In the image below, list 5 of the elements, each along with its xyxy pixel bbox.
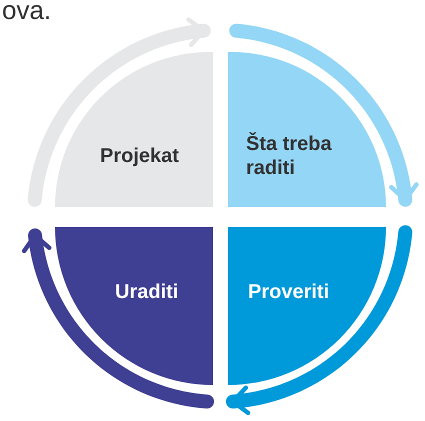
text-fragment: ova. xyxy=(2,0,52,24)
quadrant-label: Šta treba raditi xyxy=(246,132,333,180)
quadrant-label: Uraditi xyxy=(115,280,180,304)
quadrant-label: Projekat xyxy=(100,144,180,168)
quadrant-label: Proveriti xyxy=(248,280,330,304)
